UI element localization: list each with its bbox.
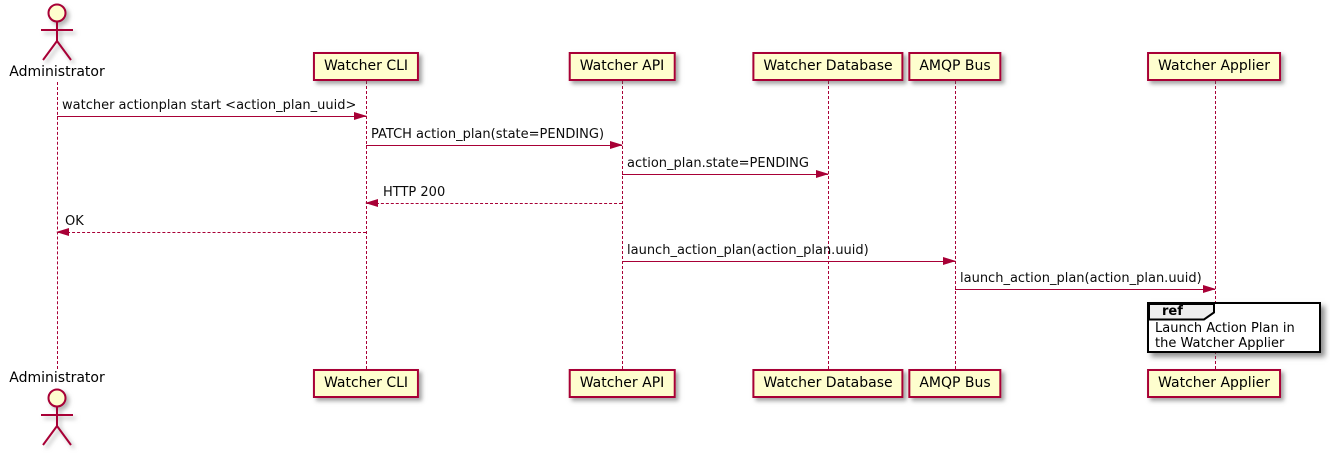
participant-watcher-applier-bottom: Watcher Applier <box>1147 369 1281 398</box>
message-launch-action-plan-applier: launch_action_plan(action_plan.uuid) <box>955 271 1216 293</box>
participant-amqp-bus-bottom: AMQP Bus <box>908 369 1002 398</box>
arrowhead-right-icon <box>610 141 623 149</box>
message-label: HTTP 200 <box>383 185 446 200</box>
actor-icon <box>41 3 73 61</box>
participant-watcher-database-bottom: Watcher Database <box>752 369 904 398</box>
participant-watcher-cli-bottom: Watcher CLI <box>312 369 420 398</box>
lifeline-watcher-applier <box>1215 81 1216 369</box>
lifeline-amqp-bus <box>955 81 956 369</box>
message-http-200: HTTP 200 <box>365 185 622 207</box>
ref-text: Launch Action Plan in the Watcher Applie… <box>1155 321 1295 351</box>
message-state-pending: action_plan.state=PENDING <box>622 156 829 178</box>
message-label: launch_action_plan(action_plan.uuid) <box>960 271 1202 286</box>
message-label: watcher actionplan start <action_plan_uu… <box>62 98 357 113</box>
message-actionplan-start: watcher actionplan start <action_plan_uu… <box>57 98 367 120</box>
message-patch-action-plan: PATCH action_plan(state=PENDING) <box>366 127 623 149</box>
ref-fragment: ref Launch Action Plan in the Watcher Ap… <box>1147 302 1321 353</box>
arrowhead-left-icon <box>365 199 378 207</box>
participant-amqp-bus-top: AMQP Bus <box>908 52 1002 81</box>
message-ok: OK <box>56 214 366 236</box>
participant-watcher-database-top: Watcher Database <box>752 52 904 81</box>
message-line <box>622 170 829 178</box>
message-line <box>955 285 1216 293</box>
arrowhead-right-icon <box>943 257 956 265</box>
actor-icon <box>41 388 73 446</box>
message-launch-action-plan-bus: launch_action_plan(action_plan.uuid) <box>622 243 956 265</box>
participant-watcher-api-top: Watcher API <box>568 52 676 81</box>
participant-watcher-api-bottom: Watcher API <box>568 369 676 398</box>
actor-label-bottom: Administrator <box>9 370 105 386</box>
participant-watcher-cli-top: Watcher CLI <box>312 52 420 81</box>
participant-watcher-applier-top: Watcher Applier <box>1147 52 1281 81</box>
message-line <box>622 257 956 265</box>
message-line <box>365 199 622 207</box>
message-line <box>366 141 623 149</box>
ref-header-pentagon-icon <box>1148 303 1215 321</box>
arrowhead-right-icon <box>1203 285 1216 293</box>
message-line <box>57 112 367 120</box>
message-label: OK <box>65 214 84 229</box>
lifeline-watcher-database <box>828 81 829 369</box>
lifeline-watcher-cli <box>366 81 367 369</box>
arrowhead-right-icon <box>354 112 367 120</box>
message-label: action_plan.state=PENDING <box>627 156 809 171</box>
arrowhead-right-icon <box>816 170 829 178</box>
actor-label-top: Administrator <box>9 64 105 80</box>
message-label: launch_action_plan(action_plan.uuid) <box>627 243 869 258</box>
message-label: PATCH action_plan(state=PENDING) <box>371 127 605 142</box>
lifeline-watcher-api <box>622 81 623 369</box>
arrowhead-left-icon <box>56 228 69 236</box>
message-line <box>56 228 366 236</box>
ref-keyword: ref <box>1162 304 1183 319</box>
lifeline-administrator <box>57 82 58 369</box>
